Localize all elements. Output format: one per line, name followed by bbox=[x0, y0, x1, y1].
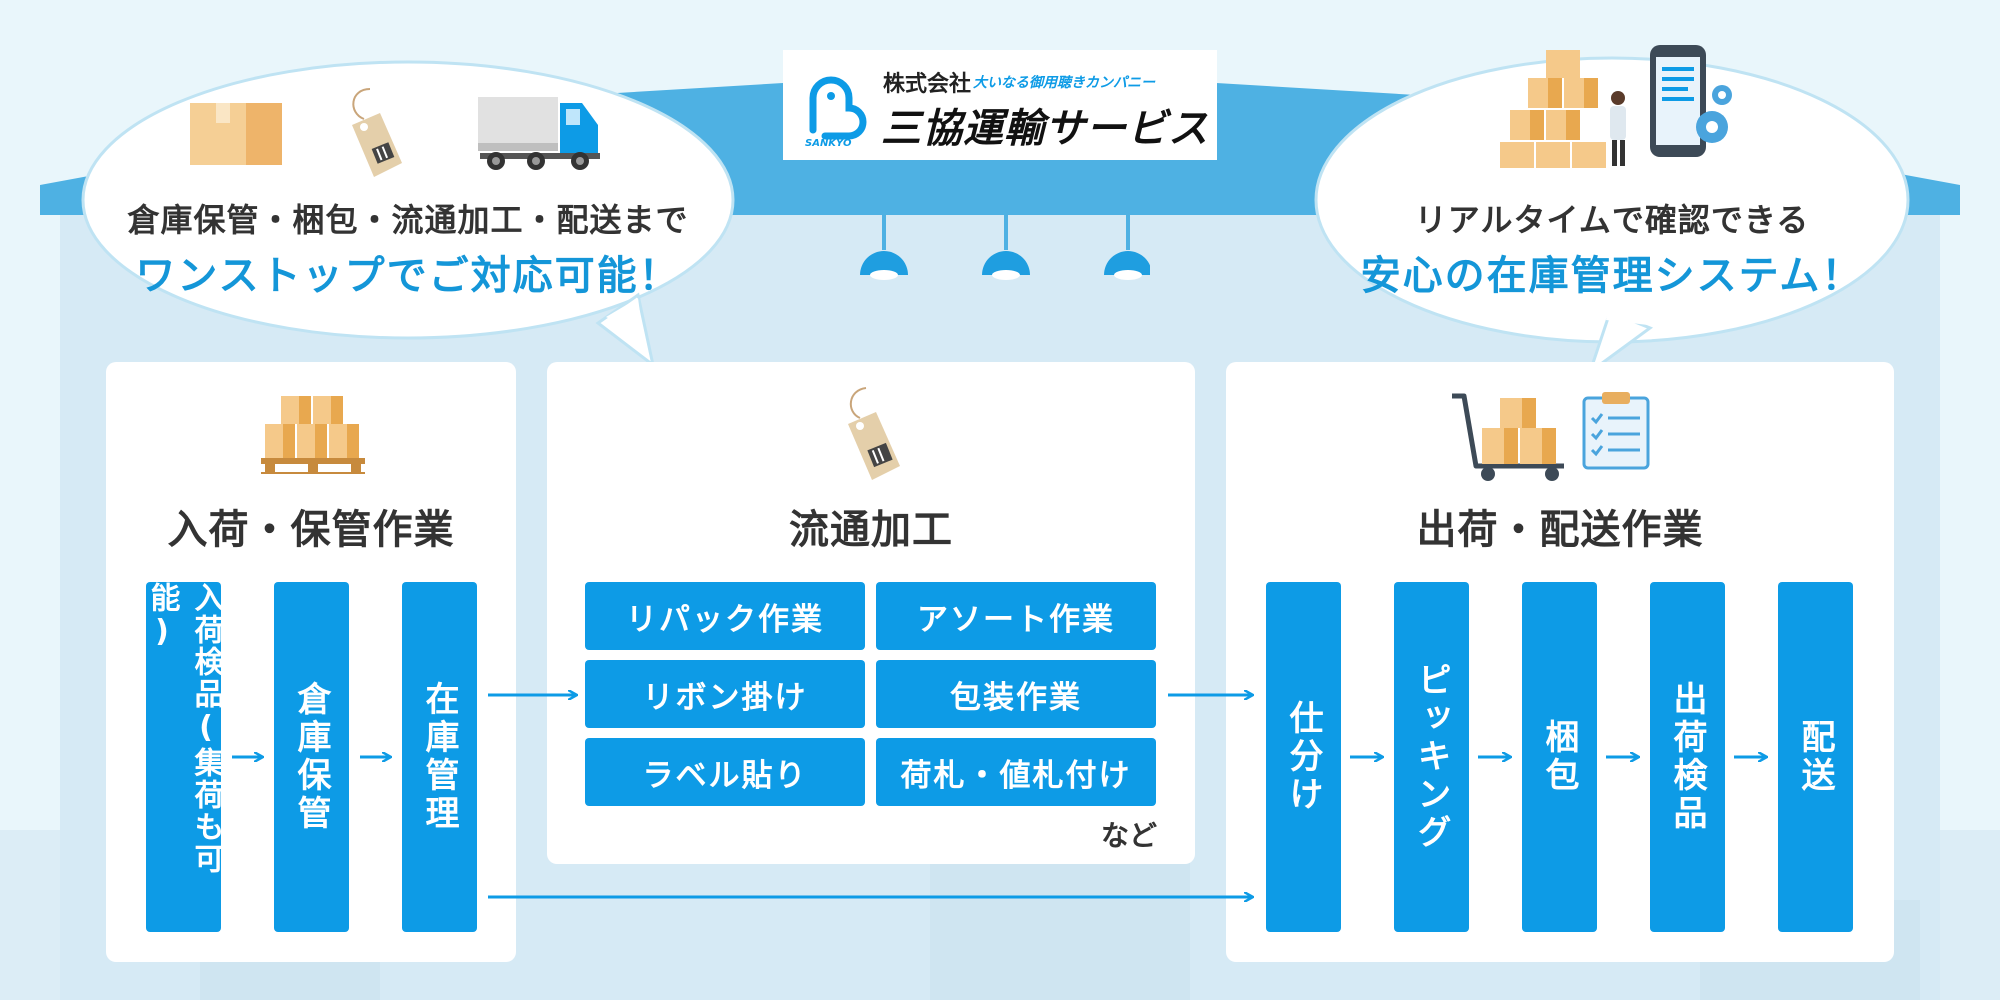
logo-tagline: 大いなる御用聴きカンパニー bbox=[973, 75, 1155, 91]
left-bubble-line1: 倉庫保管・梱包・流通加工・配送まで bbox=[127, 201, 689, 239]
right-bubble-line1: リアルタイムで確認できる bbox=[1414, 201, 1810, 239]
step-delivery: 配送 bbox=[1778, 582, 1853, 932]
processing-note: など bbox=[1100, 819, 1157, 852]
logo-company-name: 三協運輸サービス bbox=[881, 106, 1209, 152]
price-tag-icon bbox=[352, 88, 402, 177]
step-warehouse-storage-label: 倉庫保管 bbox=[291, 681, 331, 833]
logo-mark-text: SANKYO bbox=[805, 138, 852, 149]
receiving-panel-title: 入荷・保管作業 bbox=[167, 507, 455, 553]
box-icon bbox=[190, 103, 282, 165]
shipping-panel-title: 出荷・配送作業 bbox=[1416, 507, 1704, 553]
processing-panel: 流通加工 リパック作業 アソート作業 リボン掛け 包装作業 ラベル貼り 荷札・値… bbox=[547, 362, 1195, 864]
process-repack: リパック作業 bbox=[585, 582, 865, 650]
step-receiving-inspection: 入荷検品(集荷も可能) bbox=[145, 582, 224, 932]
step-receiving-inspection-label: 入荷検品(集荷も可能) bbox=[144, 582, 224, 875]
step-shipping-inspection-label: 出荷検品 bbox=[1667, 681, 1707, 833]
step-warehouse-storage: 倉庫保管 bbox=[274, 582, 349, 932]
process-tagging: 荷札・値札付け bbox=[876, 738, 1156, 806]
left-bubble-line2: ワンストップでご対応可能！ bbox=[135, 253, 681, 299]
right-speech-bubble: リアルタイムで確認できる 安心の在庫管理システム！ bbox=[1310, 45, 1914, 350]
step-picking: ピッキング bbox=[1394, 582, 1469, 932]
delivery-truck-icon bbox=[478, 97, 600, 170]
right-speech-bubble-shape bbox=[1314, 56, 1910, 376]
pallet-boxes-icon bbox=[261, 396, 365, 474]
checklist-clipboard-icon bbox=[1582, 392, 1650, 470]
ceiling-lamps bbox=[860, 215, 1150, 280]
step-inventory-management-label: 在庫管理 bbox=[419, 681, 459, 833]
process-assort: アソート作業 bbox=[876, 582, 1156, 650]
step-inventory-management: 在庫管理 bbox=[402, 582, 477, 932]
tag-icon bbox=[848, 387, 900, 480]
smartphone-gear-icon bbox=[1650, 45, 1732, 157]
step-packing-label: 梱包 bbox=[1539, 719, 1579, 795]
company-logo: SANKYO 株式会社 大いなる御用聴きカンパニー 三協運輸サービス bbox=[783, 50, 1217, 160]
logo-company-prefix: 株式会社 bbox=[883, 72, 972, 97]
left-speech-bubble: 倉庫保管・梱包・流通加工・配送まで ワンストップでご対応可能！ bbox=[78, 55, 738, 345]
step-packing: 梱包 bbox=[1522, 582, 1597, 932]
step-sorting-label: 仕分け bbox=[1283, 700, 1323, 814]
hand-cart-icon bbox=[1452, 393, 1564, 481]
process-wrapping: 包装作業 bbox=[876, 660, 1156, 728]
processing-panel-title: 流通加工 bbox=[789, 507, 953, 553]
step-shipping-inspection: 出荷検品 bbox=[1650, 582, 1725, 932]
warehouse-boxes-worker-icon bbox=[1500, 50, 1626, 168]
process-labeling: ラベル貼り bbox=[585, 738, 865, 806]
sankyo-mark-icon bbox=[809, 76, 867, 140]
shipping-delivery-panel: 出荷・配送作業 仕分け ピッキング 梱包 出荷検品 配送 bbox=[1226, 362, 1894, 962]
right-bubble-line2: 安心の在庫管理システム！ bbox=[1360, 253, 1864, 299]
process-ribbon: リボン掛け bbox=[585, 660, 865, 728]
step-delivery-label: 配送 bbox=[1795, 719, 1835, 795]
receiving-storage-panel: 入荷・保管作業 入荷検品(集荷も可能) 倉庫保管 在庫管理 bbox=[106, 362, 516, 962]
step-picking-label: ピッキング bbox=[1411, 662, 1451, 852]
step-sorting: 仕分け bbox=[1266, 582, 1341, 932]
